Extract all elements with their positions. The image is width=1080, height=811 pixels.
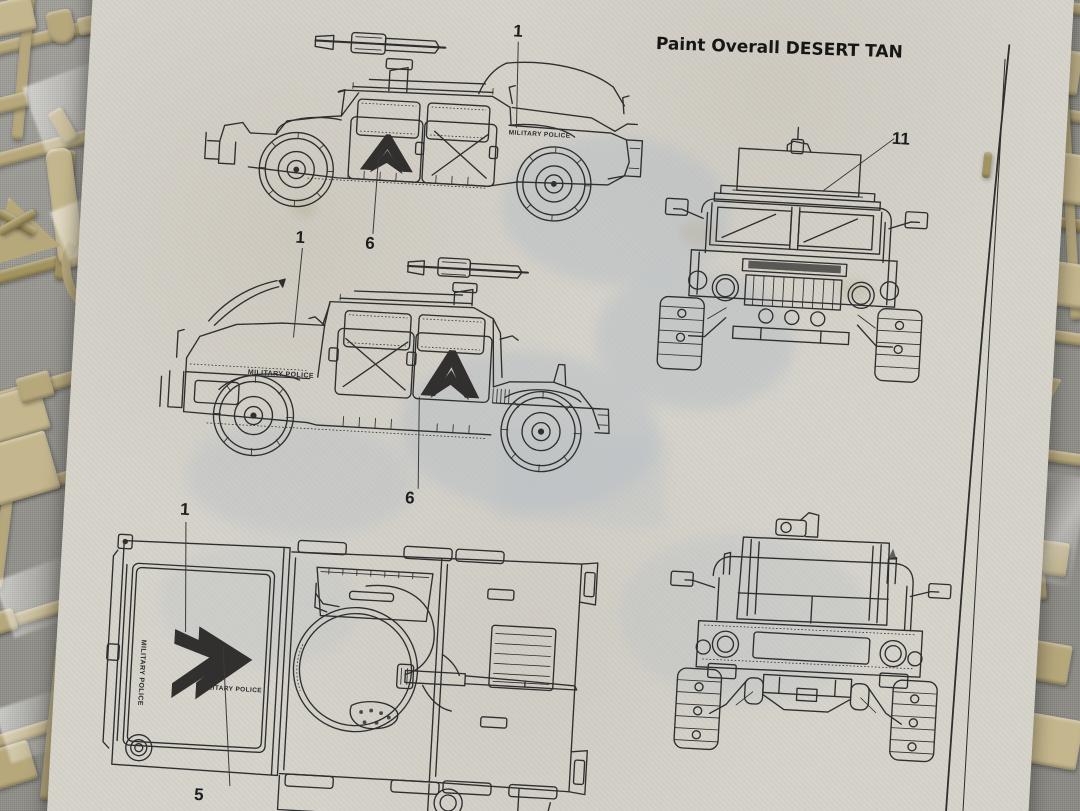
callout-1: 1 — [179, 499, 191, 520]
callout-5: 5 — [193, 784, 205, 805]
callout-6: 6 — [364, 233, 376, 254]
rear-wheel-right — [889, 679, 938, 763]
humvee-roof-plan-view — [97, 516, 633, 811]
wheel-rear — [500, 390, 582, 473]
humvee-rear-view — [662, 489, 958, 794]
sheet-border-curve — [936, 44, 1011, 811]
callout-1: 1 — [512, 21, 524, 41]
callout-6: 6 — [404, 488, 416, 508]
humvee-front-view — [656, 126, 929, 383]
rear-wheel-left — [673, 667, 723, 751]
humvee-right-side-view: MILITARY POLICE — [186, 12, 666, 238]
callout-1: 1 — [294, 227, 306, 248]
callout-11: 11 — [891, 128, 911, 149]
front-wheel-right — [874, 308, 923, 383]
humvee-left-side-view: MILITARY POLICE — [144, 257, 646, 694]
front-wheel-left — [656, 295, 705, 371]
instruction-sheet: Paint Overall DESERT TAN — [42, 0, 1075, 811]
callout-11-leader — [822, 138, 895, 192]
